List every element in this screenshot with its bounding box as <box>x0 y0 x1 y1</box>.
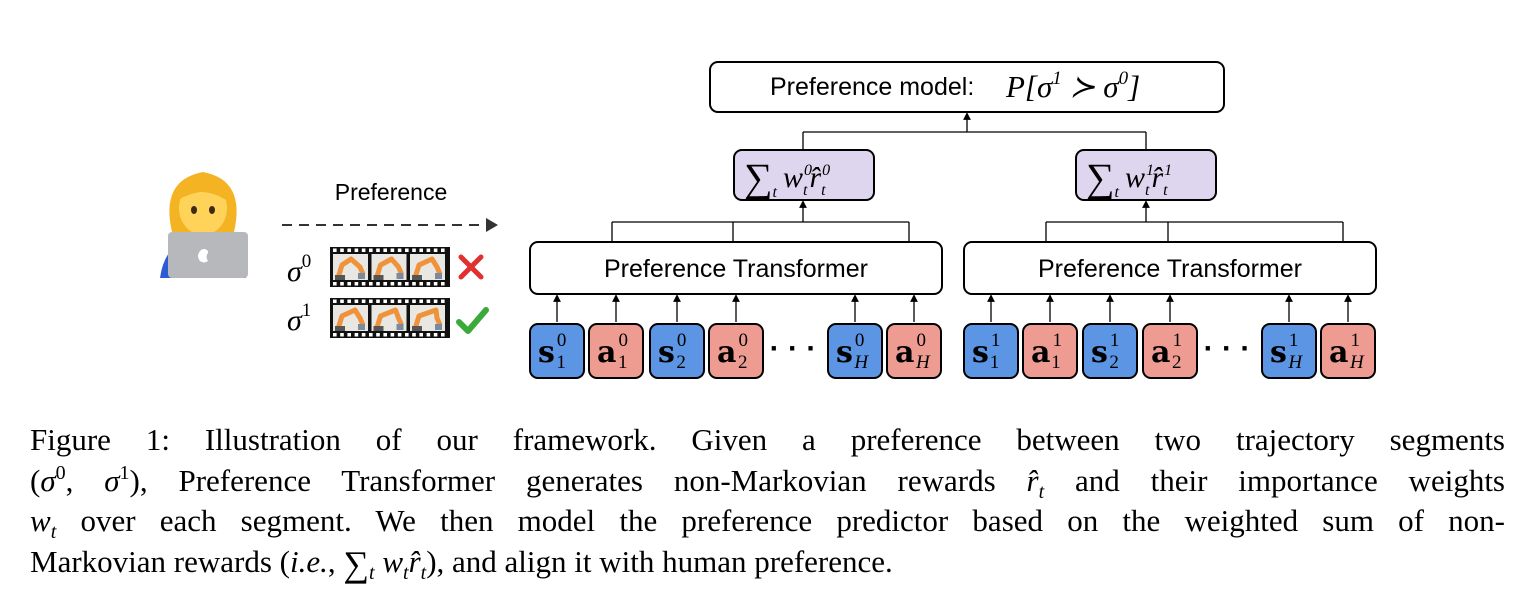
segment-label-sigma-1: σ1 <box>287 300 311 337</box>
robot-arm-frame-icon <box>410 254 445 280</box>
preference-model-label: Preference model: <box>770 73 974 101</box>
preference-transformer-label-0: Preference Transformer <box>604 255 868 283</box>
transformer-to-sum-connector-1 <box>1045 200 1344 242</box>
preference-arrow-label: Preference <box>335 179 448 205</box>
human-annotator-icon <box>160 172 248 278</box>
robot-arm-frame-icon <box>333 305 368 331</box>
cross-icon <box>458 254 484 280</box>
trajectory-film-strips <box>330 247 450 338</box>
caption-line-2: (σ0, σ1), Preference Transformer generat… <box>30 461 1505 503</box>
check-icon <box>456 307 489 334</box>
robot-arm-frame-icon <box>333 254 368 280</box>
caption-line-1: Figure 1: Illustration of our framework.… <box>30 422 1505 457</box>
segment-label-sigma-0: σ0 <box>287 251 311 288</box>
figure-caption: Figure 1: Illustration of our framework.… <box>30 420 1505 584</box>
robot-arm-frame-icon <box>410 305 445 331</box>
preference-transformer-box-0: Preference Transformer <box>529 241 943 295</box>
token-ellipsis: · · · <box>770 332 817 365</box>
film-strip-1 <box>330 298 450 338</box>
transformer-to-sum-connector-0 <box>611 200 910 242</box>
preference-transformer-box-1: Preference Transformer <box>963 241 1377 295</box>
preference-dashed-arrow <box>282 218 498 232</box>
caption-line-4: Markovian rewards (i.e., ∑t wtr̂t), and … <box>30 543 893 584</box>
sum-to-model-connector <box>802 112 1147 150</box>
film-strip-0 <box>330 247 450 287</box>
robot-arm-frame-icon <box>371 254 407 280</box>
preference-model-formula: P[σ1 ≻ σ0] <box>1005 68 1140 104</box>
preference-model-box: Preference model: P[σ1 ≻ σ0] <box>709 61 1225 113</box>
robot-arm-frame-icon <box>371 305 407 331</box>
caption-line-3: wt over each segment. We then model the … <box>30 503 1505 543</box>
preference-transformer-label-1: Preference Transformer <box>1038 255 1302 283</box>
token-ellipsis: · · · <box>1204 332 1251 365</box>
